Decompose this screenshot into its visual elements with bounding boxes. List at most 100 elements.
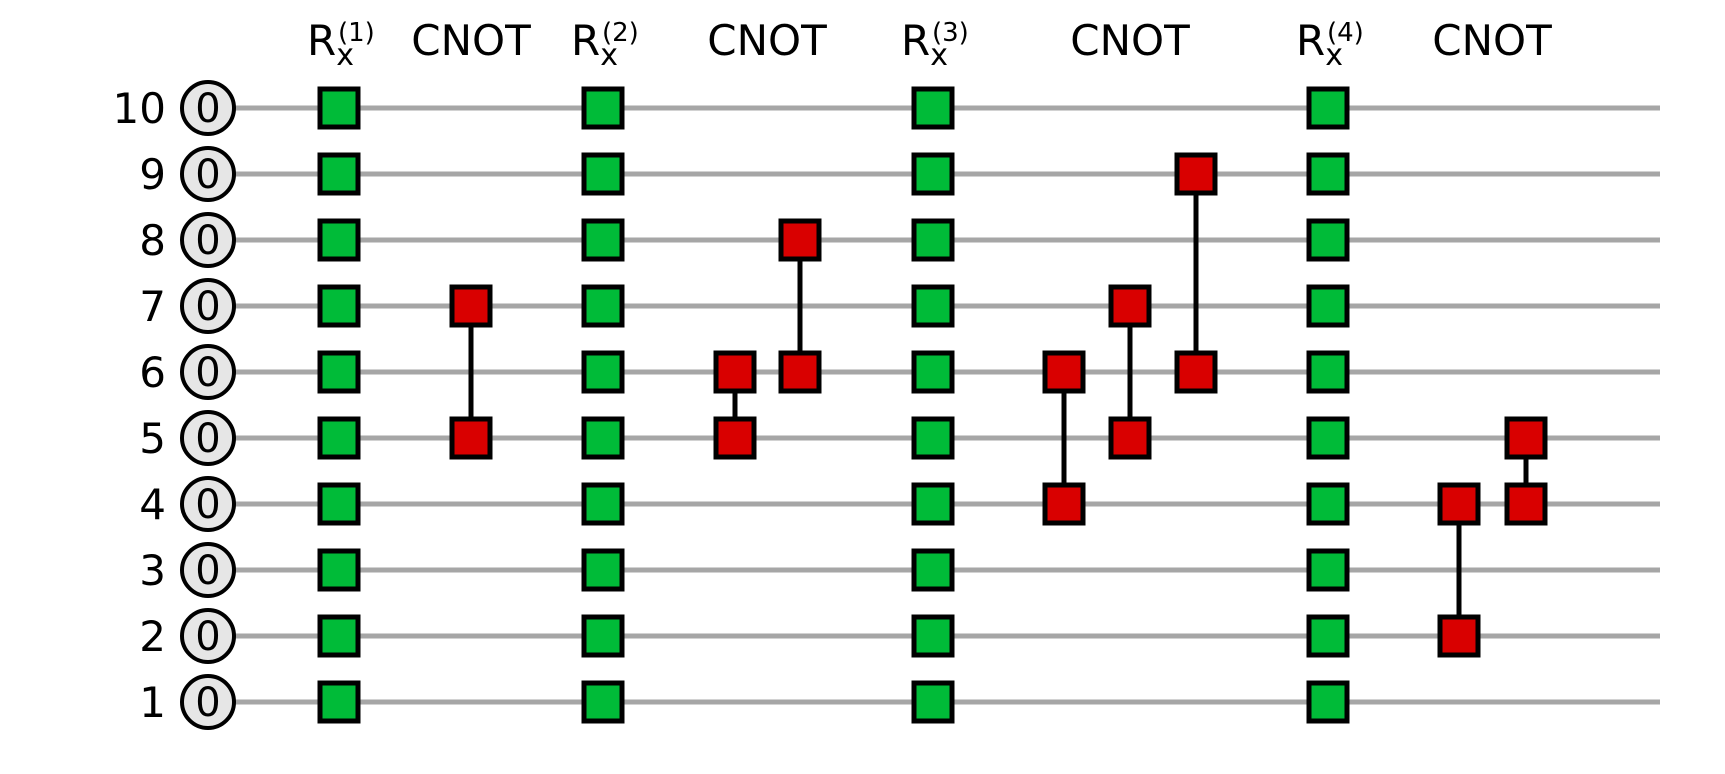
cnot-layer-title: CNOT	[1070, 16, 1190, 65]
qubit-label: 4	[139, 480, 166, 529]
rx-gate	[317, 416, 361, 460]
rx-gate	[581, 548, 625, 592]
init-state-value: 0	[195, 548, 220, 594]
init-state-circle	[180, 608, 236, 664]
init-state-value: 0	[195, 86, 220, 132]
rx-gate	[1306, 218, 1350, 262]
rx-gate	[911, 482, 955, 526]
cnot-gate	[713, 416, 757, 460]
init-state-circle	[180, 80, 236, 136]
rx-gate	[581, 680, 625, 724]
rx-gate	[1306, 482, 1350, 526]
rx-gate	[911, 284, 955, 328]
rx-gate	[581, 284, 625, 328]
cnot-layer-title: CNOT	[707, 16, 827, 65]
rx-gate	[581, 218, 625, 262]
qubit-label: 10	[113, 84, 166, 133]
initial-states: 0 0 0 0 0 0 0 0 0 0	[180, 80, 236, 730]
cnot-gate	[1437, 482, 1481, 526]
cnot-gate	[449, 284, 493, 328]
rx-gate	[911, 350, 955, 394]
cnot-layer-title: CNOT	[411, 16, 531, 65]
rx-gate	[581, 614, 625, 658]
rx-gate	[581, 416, 625, 460]
gates	[317, 86, 1548, 724]
rx-gate	[317, 86, 361, 130]
rx-gate	[1306, 284, 1350, 328]
rx-gate	[317, 218, 361, 262]
qubit-label: 6	[139, 348, 166, 397]
rx-layer-title: Rx(2)	[571, 16, 639, 73]
qubit-label: 2	[139, 612, 166, 661]
qubit-label: 7	[139, 282, 166, 331]
cnot-layer-title: CNOT	[1432, 16, 1552, 65]
cnot-gate	[1504, 482, 1548, 526]
rx-gate	[1306, 416, 1350, 460]
qubit-label: 1	[139, 678, 166, 727]
init-state-circle	[180, 344, 236, 400]
init-state-value: 0	[195, 614, 220, 660]
rx-gate	[581, 482, 625, 526]
rx-gate	[317, 284, 361, 328]
cnot-gate	[449, 416, 493, 460]
rx-gate	[317, 482, 361, 526]
rx-gate	[317, 350, 361, 394]
rx-gate	[1306, 614, 1350, 658]
qubit-wires	[235, 105, 1660, 705]
rx-layer-title: Rx(4)	[1296, 16, 1364, 73]
rx-gate	[911, 548, 955, 592]
rx-gate	[581, 86, 625, 130]
rx-gate	[317, 680, 361, 724]
qubit-labels: 10 9 8 7 6 5 4 3 2 1	[113, 84, 166, 727]
init-state-value: 0	[195, 482, 220, 528]
cnot-gate	[1042, 482, 1086, 526]
init-state-value: 0	[195, 416, 220, 462]
layer-titles: Rx(1) CNOT Rx(2) CNOT Rx(3) CNOT Rx(4) CNOT	[307, 16, 1552, 73]
rx-gate	[911, 86, 955, 130]
init-state-circle	[180, 146, 236, 202]
rx-gate	[1306, 152, 1350, 196]
init-state-circle	[180, 410, 236, 466]
cnot-links	[468, 174, 1529, 636]
rx-gate	[317, 614, 361, 658]
init-state-value: 0	[195, 680, 220, 726]
rx-gate	[1306, 350, 1350, 394]
cnot-gate	[1437, 614, 1481, 658]
init-state-value: 0	[195, 152, 220, 198]
rx-gate	[581, 350, 625, 394]
rx-gate	[911, 218, 955, 262]
cnot-gate	[1504, 416, 1548, 460]
cnot-gate	[1042, 350, 1086, 394]
rx-gate	[317, 548, 361, 592]
qubit-label: 5	[139, 414, 166, 463]
rx-gate	[1306, 680, 1350, 724]
cnot-gate	[1174, 350, 1218, 394]
init-state-value: 0	[195, 284, 220, 330]
qubit-label: 8	[139, 216, 166, 265]
cnot-gate	[1108, 284, 1152, 328]
rx-gate	[1306, 548, 1350, 592]
rx-gate	[1306, 86, 1350, 130]
qubit-label: 3	[139, 546, 166, 595]
init-state-circle	[180, 674, 236, 730]
init-state-value: 0	[195, 350, 220, 396]
cnot-gate	[778, 218, 822, 262]
init-state-circle	[180, 278, 236, 334]
rx-layer-title: Rx(1)	[307, 16, 375, 73]
cnot-gate	[1108, 416, 1152, 460]
rx-gate	[581, 152, 625, 196]
qubit-label: 9	[139, 150, 166, 199]
init-state-circle	[180, 476, 236, 532]
rx-gate	[911, 152, 955, 196]
init-state-circle	[180, 542, 236, 598]
rx-gate	[911, 416, 955, 460]
cnot-gate	[713, 350, 757, 394]
init-state-value: 0	[195, 218, 220, 264]
cnot-gate	[778, 350, 822, 394]
rx-gate	[317, 152, 361, 196]
init-state-circle	[180, 212, 236, 268]
rx-gate	[911, 680, 955, 724]
rx-layer-title: Rx(3)	[901, 16, 969, 73]
rx-gate	[911, 614, 955, 658]
